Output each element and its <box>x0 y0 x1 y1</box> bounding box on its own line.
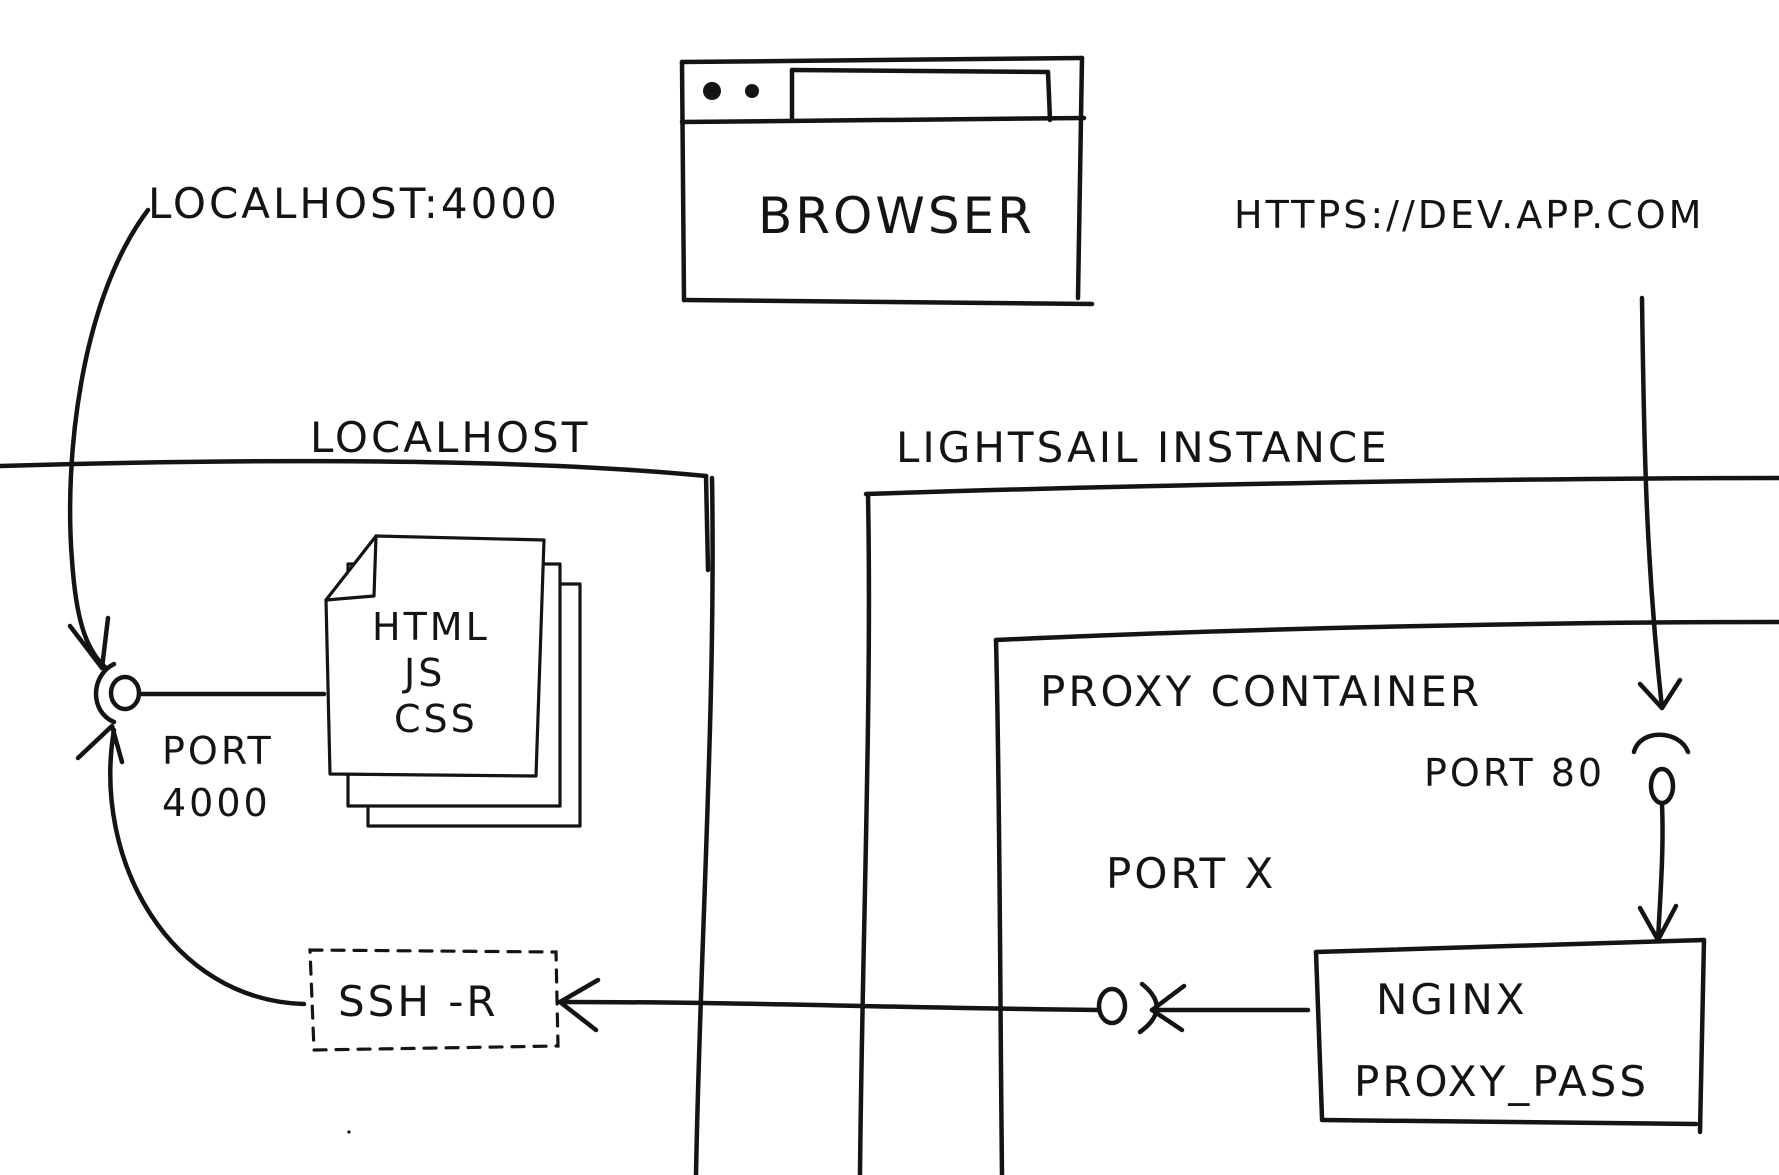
lightsail-instance-label: LIGHTSAIL INSTANCE <box>896 423 1390 472</box>
https-request-arrow <box>1637 295 1683 711</box>
proxy-container: PROXY CONTAINER PORT 80 PORT X <box>993 619 1779 1175</box>
nginx-box: NGINX PROXY_PASS <box>1313 937 1707 1135</box>
dev-url-label: HTTPS://DEV.APP.COM <box>1234 193 1704 237</box>
port-x-label: PORT X <box>1106 849 1276 898</box>
ssh-label: SSH -R <box>338 977 499 1026</box>
tunnel-arrow <box>557 977 1101 1033</box>
file-page-front <box>324 534 546 778</box>
port-x-socket-icon <box>1096 981 1159 1035</box>
ssh-tunnel-box: SSH -R <box>308 948 560 1052</box>
port-4000-label-line2: 4000 <box>162 781 271 825</box>
localhost-url-label: LOCALHOST:4000 <box>148 179 560 228</box>
nginx-to-port-x-arrow <box>1149 983 1311 1033</box>
localhost-label: LOCALHOST <box>310 413 590 462</box>
proxy-container-label: PROXY CONTAINER <box>1040 667 1482 716</box>
localhost-request-arrow <box>67 207 151 671</box>
lightsail-instance-region: LIGHTSAIL INSTANCE <box>857 423 1779 1175</box>
window-dot-icon <box>745 84 759 98</box>
port-80-label: PORT 80 <box>1424 751 1605 795</box>
static-files-stack: HTML JS CSS <box>324 534 582 828</box>
window-dot-icon <box>703 82 721 100</box>
port-80-to-nginx-arrow <box>1637 801 1679 943</box>
port-4000-label-line1: PORT <box>162 729 274 773</box>
ssh-to-port-4000-arrow <box>75 723 307 1007</box>
file-type-html: HTML <box>372 605 490 649</box>
stray-dot <box>347 1130 351 1134</box>
browser-window: BROWSER <box>679 55 1095 307</box>
file-type-js: JS <box>402 651 445 695</box>
file-type-css: CSS <box>394 697 478 741</box>
proxy-pass-label: PROXY_PASS <box>1354 1057 1649 1106</box>
port-4000-socket-icon <box>93 661 142 725</box>
localhost-region: LOCALHOST <box>0 413 715 1175</box>
port-80-socket-icon <box>1631 732 1691 806</box>
nginx-label: NGINX <box>1376 975 1528 1024</box>
browser-label: BROWSER <box>758 187 1035 245</box>
